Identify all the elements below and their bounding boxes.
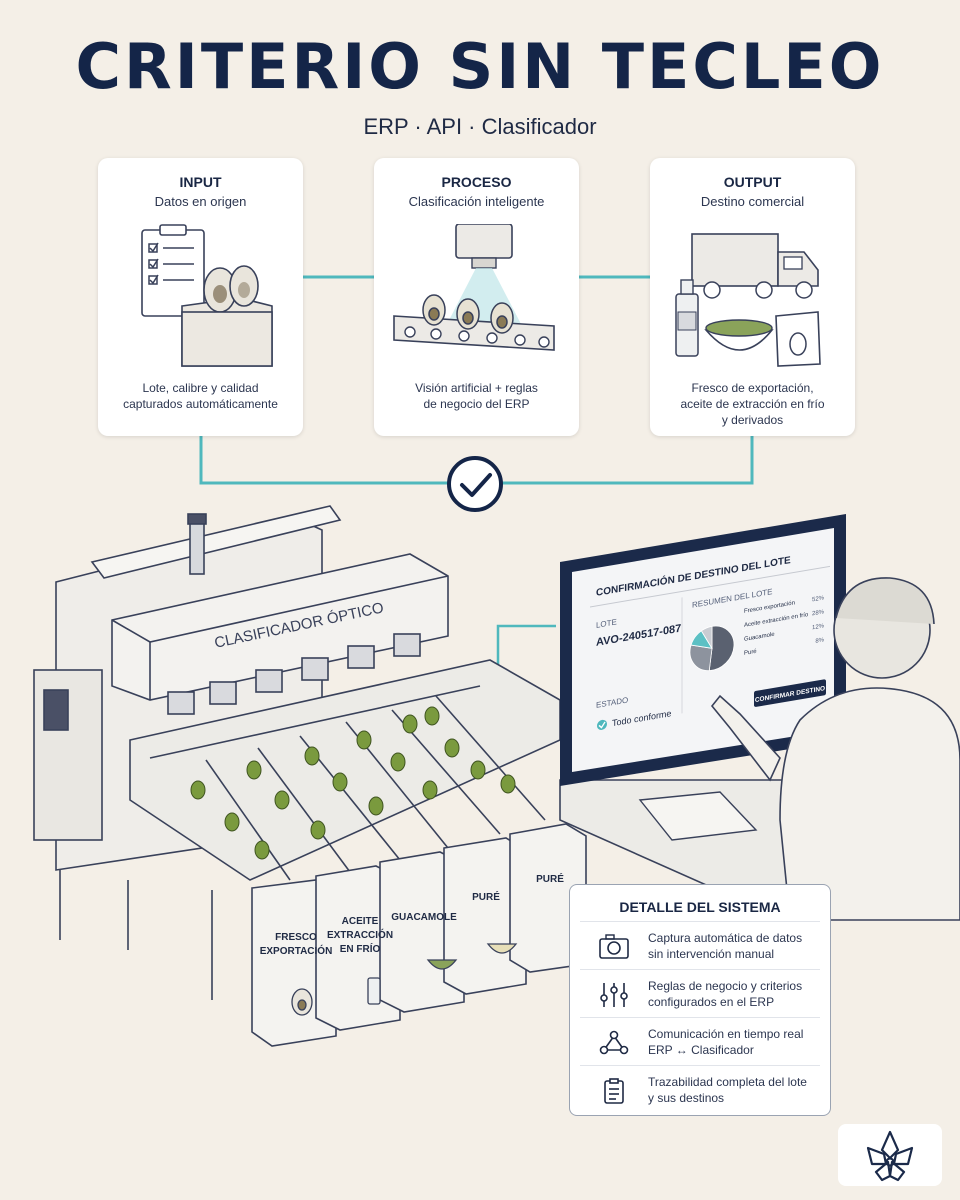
panel-title: DETALLE DEL SISTEMA	[619, 899, 781, 915]
guacamole-bowl-icon	[426, 959, 458, 970]
panel-item-line: Reglas de negocio y criterios	[648, 979, 803, 993]
avocado-icons	[190, 706, 516, 860]
bin-pure-1	[443, 837, 527, 995]
pure-bowl-icon	[486, 943, 518, 954]
card-description: Fresco de exportación, aceite de extracc…	[660, 380, 845, 428]
pie-slice	[700, 625, 713, 649]
card-subtitle: Clasificación inteligente	[408, 194, 545, 209]
check-icon	[447, 456, 503, 512]
bin-label: GUACAMOLE	[391, 912, 457, 923]
bin-label: EXTRACCIÓN	[327, 928, 393, 941]
panel-item-line: Comunicación en tiempo real	[648, 1027, 804, 1041]
camera-icon	[599, 934, 629, 959]
system-detail-panel: DETALLE DEL SISTEMA Captura automática d…	[569, 884, 831, 1116]
pie-chart	[689, 625, 735, 672]
card-description-line: Lote, calibre y calidad	[142, 381, 259, 395]
panel-item-line: configurados en el ERP	[648, 995, 775, 1009]
page-subtitle: ERP · API · Clasificador	[363, 114, 597, 139]
legend-value: 52%	[812, 595, 825, 603]
legend-value: 28%	[812, 609, 825, 617]
panel-item-line: y sus destinos	[648, 1091, 725, 1105]
card-description-line: aceite de extracción en frío	[680, 397, 825, 411]
card-subtitle: Destino comercial	[700, 194, 805, 209]
card-description-line: capturados automáticamente	[123, 397, 278, 411]
panel-item-line: Captura automática de datos	[648, 931, 803, 945]
bin-label: EXPORTACIÓN	[260, 944, 333, 957]
legend-value: 12%	[812, 623, 825, 631]
card-input: INPUT Datos en origen Lote, calibre y ca…	[98, 158, 303, 436]
bin-label: ACEITE	[342, 916, 379, 927]
card-description-line: y derivados	[721, 413, 784, 427]
panel-item-line: Trazabilidad completa del lote	[648, 1075, 807, 1089]
card-subtitle: Datos en origen	[154, 194, 247, 209]
card-title: OUTPUT	[723, 174, 782, 190]
panel-item-text: Captura automática de datos sin interven…	[648, 930, 816, 962]
panel-item: Trazabilidad completa del lote y sus des…	[580, 1065, 820, 1113]
pie-slice	[689, 644, 713, 672]
bin-label: PURÉ	[536, 872, 564, 885]
panel-item: Comunicación en tiempo real ERP ↔ Clasif…	[580, 1017, 820, 1065]
legend-value: 8%	[815, 637, 824, 645]
brand-logo	[838, 1124, 942, 1186]
card-proceso: PROCESO Clasificación inteligente Visión…	[374, 158, 579, 436]
connector-output-check	[502, 436, 754, 485]
lot-label: LOTE	[596, 617, 617, 630]
bin-label: EN FRÍO	[340, 942, 381, 955]
card-description: Visión artificial + reglas de negocio de…	[384, 380, 569, 412]
card-output: OUTPUT Destino comercial Fresco de expor…	[650, 158, 855, 436]
panel-item: Captura automática de datos sin interven…	[580, 921, 820, 969]
clipboard-list-icon	[604, 1078, 624, 1104]
card-description-line: Fresco de exportación,	[691, 381, 814, 395]
operator-arm	[710, 694, 781, 782]
oil-bottle-icon	[367, 977, 381, 1005]
sliders-icon	[600, 983, 628, 1007]
panel-item-text: Reglas de negocio y criterios configurad…	[648, 978, 816, 1010]
panel-item: Reglas de negocio y criterios configurad…	[580, 969, 820, 1017]
card-title: INPUT	[179, 174, 222, 190]
operator-figure	[710, 577, 960, 921]
legend-label: Guacamole	[744, 632, 775, 643]
panel-item-line: ERP ↔ Clasificador	[648, 1043, 754, 1057]
page-title: CRITERIO SIN TECLEO	[75, 30, 885, 103]
connector-input-check	[199, 436, 448, 485]
camera-conveyor-icon	[393, 224, 555, 351]
panel-item-text: Trazabilidad completa del lote y sus des…	[648, 1074, 816, 1106]
pie-slice	[708, 625, 735, 672]
bin-label: FRESCO	[275, 932, 317, 943]
card-title: PROCESO	[441, 174, 512, 190]
keyboard-icon	[638, 791, 758, 841]
truck-products-icon	[675, 233, 821, 367]
bin-label: PURÉ	[472, 890, 500, 903]
network-icon	[599, 1030, 629, 1055]
clipboard-avocado-box-icon	[141, 224, 273, 367]
panel-item-line: sin intervención manual	[648, 947, 775, 961]
confirm-destination-button[interactable]	[754, 679, 826, 707]
card-description-line: de negocio del ERP	[423, 397, 530, 411]
flower-logo-icon	[866, 1130, 914, 1182]
destination-bins	[251, 823, 587, 1047]
legend-label: Puré	[744, 649, 757, 657]
panel-item-text: Comunicación en tiempo real ERP ↔ Clasif…	[648, 1026, 816, 1058]
sorting-scene: FRESCO EXPORTACIÓN ACEITE EXTRACCIÓN EN …	[33, 505, 960, 1047]
card-description: Lote, calibre y calidad capturados autom…	[108, 380, 293, 412]
flow-connectors	[199, 275, 754, 512]
card-description-line: Visión artificial + reglas	[415, 381, 538, 395]
